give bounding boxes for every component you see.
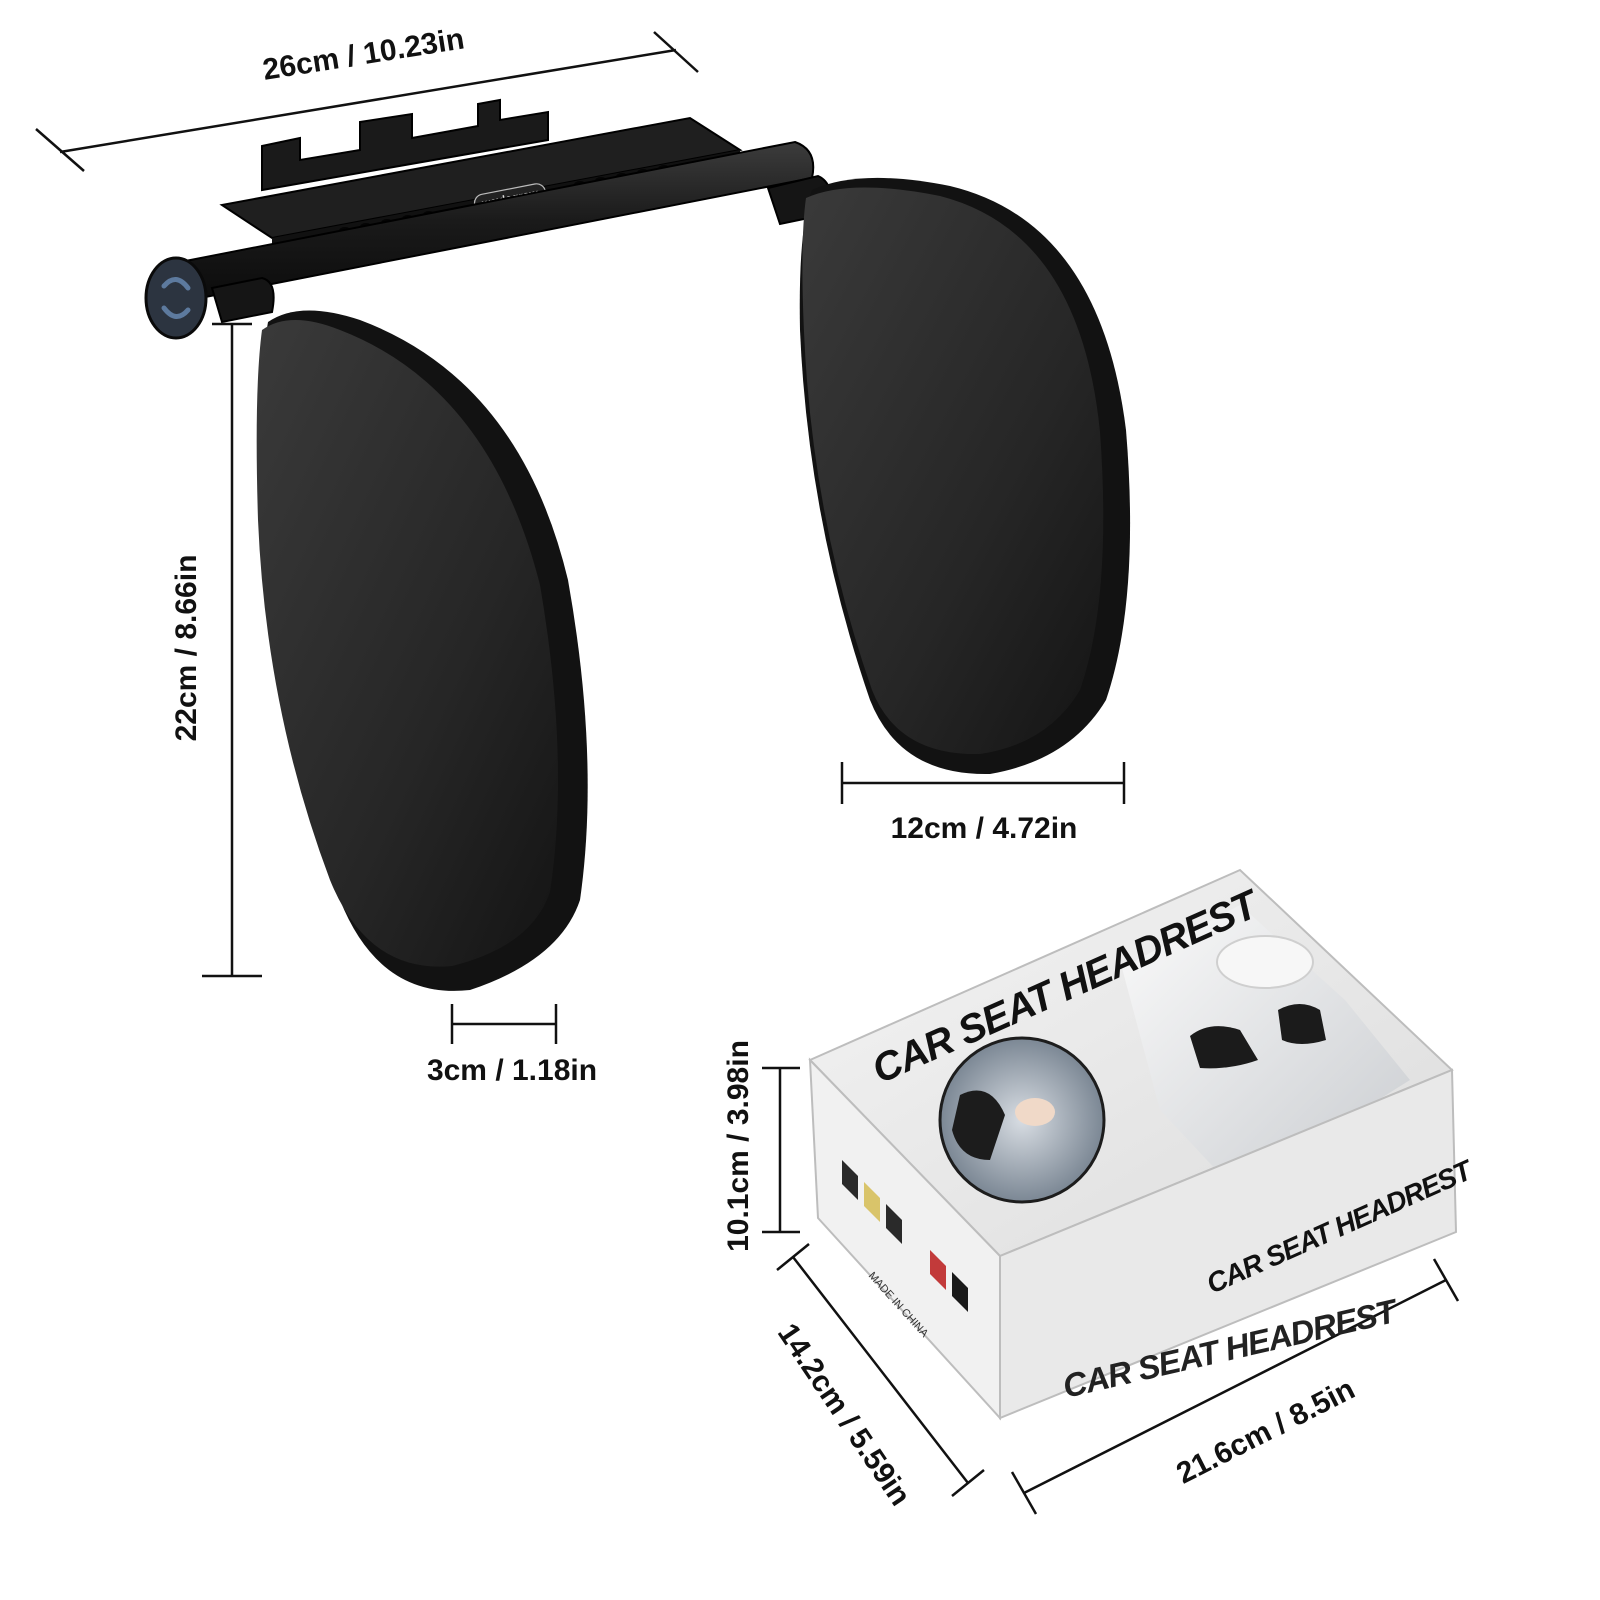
box-front-face — [999, 1068, 1458, 1420]
left-pad — [256, 320, 558, 967]
box-photo-headrest — [952, 1090, 1005, 1160]
box-length-label: 21.6cm / 8.5in — [1171, 1373, 1360, 1491]
box-depth-end-top — [776, 1243, 810, 1271]
width-line-end-right — [653, 31, 699, 73]
pad-thickness-label: 3cm / 1.18in — [427, 1054, 597, 1087]
box-length-line — [1023, 1278, 1447, 1495]
box-headrest-pad-right — [1278, 1004, 1326, 1044]
box-length-end-left — [1010, 1471, 1038, 1515]
rotate-icon — [161, 277, 191, 319]
box-length-end-right — [1432, 1258, 1460, 1302]
box-height-label: 10.1cm / 3.98in — [722, 1040, 755, 1252]
rotation-knob — [144, 256, 208, 340]
height-label: 22cm / 8.66in — [170, 555, 203, 742]
clip-bracket — [261, 98, 549, 192]
width-label: 26cm / 10.23in — [260, 22, 466, 86]
dimension-lines — [35, 31, 1460, 1515]
width-line-end-left — [35, 128, 85, 172]
product-box: CAR SEAT HEADREST MADE IN CHINA CAR SEAT… — [808, 868, 1479, 1421]
headrest-product: waylogrow — [144, 98, 1131, 991]
left-arm — [210, 276, 275, 324]
box-headrest-pillow — [1216, 935, 1314, 989]
width-line — [59, 48, 677, 154]
box-photo-face — [1015, 1098, 1055, 1126]
box-depth-end-bottom — [951, 1469, 985, 1497]
box-depth-line — [792, 1256, 969, 1484]
box-color-swatches — [842, 1160, 968, 1312]
pad-width-label: 12cm / 4.72in — [891, 812, 1078, 845]
box-headrest-pad-left — [1190, 1026, 1258, 1069]
right-pad — [802, 187, 1104, 755]
box-depth-label: 14.2cm / 5.59in — [771, 1318, 917, 1512]
